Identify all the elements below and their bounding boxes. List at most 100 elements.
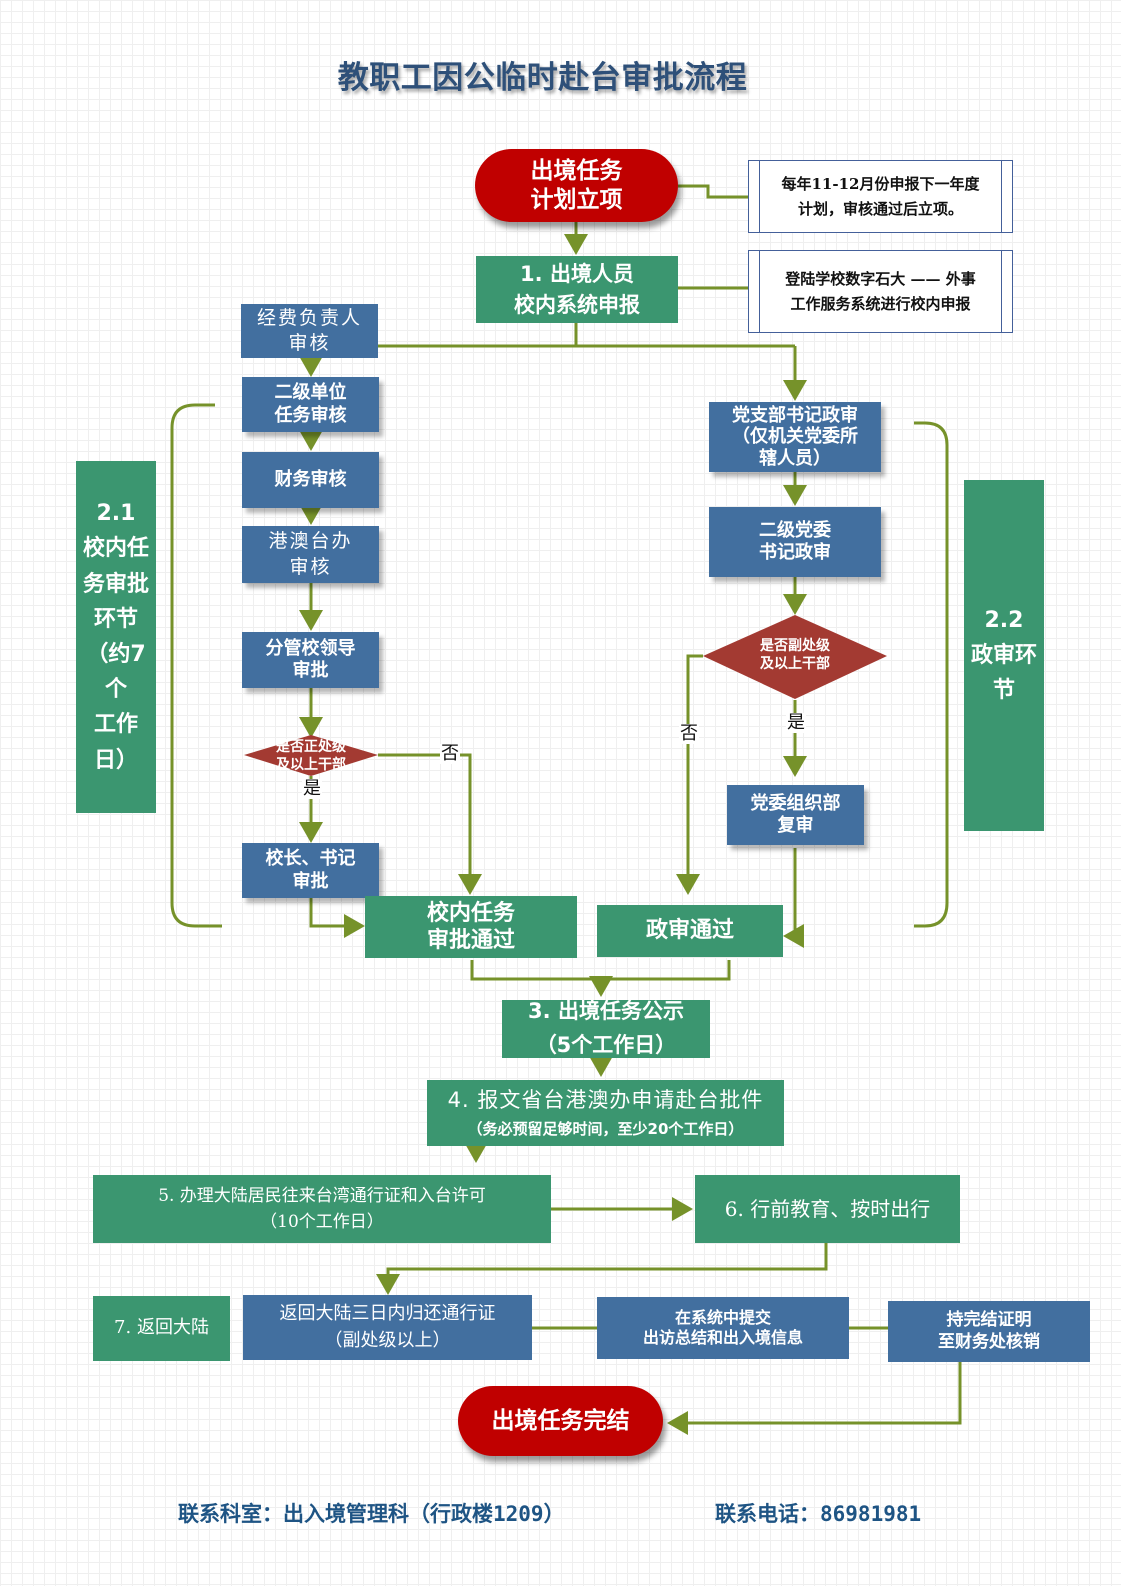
unit-line1: 二级单位	[274, 382, 347, 403]
step5-permit-box[interactable]: 5. 办理大陆居民往来台湾通行证和入台许可 （10个工作日）	[93, 1175, 551, 1243]
section-2-1-line: 环节	[93, 606, 138, 632]
connector-step6-step7	[376, 1243, 828, 1295]
president-line1: 校长、书记	[265, 848, 356, 869]
reimburse-line1: 持完结证明	[946, 1310, 1032, 1331]
budget-review-box[interactable]: 经费负责人审核	[241, 304, 378, 358]
footer-office: 联系科室：出入境管理科（行政楼1209）	[178, 1502, 565, 1526]
step1-line1: 1. 出境人员	[520, 261, 634, 286]
start-line1: 出境任务	[530, 157, 623, 184]
step6-line1: 6. 行前教育、按时出行	[724, 1196, 931, 1221]
note-plan-line2: 计划，审核通过后立项。	[797, 199, 963, 218]
section-2-2-line: 政审环	[970, 642, 1037, 668]
connector-merge	[470, 960, 731, 981]
decision-right-no-label: 否	[679, 723, 699, 744]
connector-decision-no-right	[676, 654, 703, 895]
leader-approval-box[interactable]: 分管校领导审批	[242, 632, 379, 688]
section-2-1-line: 2.1	[96, 501, 136, 527]
section-2-1-line: 日）	[93, 747, 138, 773]
committee-line1: 二级党委	[759, 519, 831, 541]
leader-line2: 审批	[292, 660, 329, 681]
president-approval-box[interactable]: 校长、书记审批	[242, 843, 379, 898]
unit-line2: 任务审核	[274, 404, 347, 426]
step4-provincial-approval-box[interactable]: 4. 报文省台港澳办申请赴台批件 （务必预留足够时间，至少20个工作日）	[427, 1080, 784, 1146]
decision-right-yes-label: 是	[786, 712, 806, 733]
note-plan-line1: 每年11-12月份申报下一年度	[781, 174, 980, 193]
decision-left-line1: 是否正处级	[276, 739, 346, 755]
bracket-right	[914, 421, 949, 928]
section-2-1-line: 校内任	[82, 536, 149, 562]
org-dept-line1: 党委组织部	[750, 792, 841, 814]
step1-system-report[interactable]: 1. 出境人员校内系统申报	[476, 256, 678, 323]
step3-line2: （5个工作日）	[535, 1033, 677, 1057]
submit-summary-box[interactable]: 在系统中提交出访总结和出入境信息	[597, 1297, 849, 1359]
decision-left-no-label: 否	[440, 743, 460, 764]
decision-left-line2: 及以上干部	[276, 756, 346, 773]
unit-review-box[interactable]: 二级单位任务审核	[242, 377, 379, 432]
bracket-left	[170, 403, 222, 928]
president-line2: 审批	[292, 870, 329, 892]
footer-phone: 联系电话：86981981	[715, 1502, 922, 1526]
secretary-line3: 辖人员）	[759, 447, 831, 469]
reimbursement-box[interactable]: 持完结证明至财务处核销	[888, 1301, 1090, 1362]
section-2-2-label: 2.2 政审环 节	[964, 480, 1044, 831]
step1-line2: 校内系统申报	[514, 293, 640, 317]
note-system: 登陆学校数字石大 —— 外事工作服务系统进行校内申报	[748, 250, 1013, 333]
leader-line1: 分管校领导	[265, 637, 356, 659]
internal-passed-line1: 校内任务	[426, 900, 515, 926]
step3-line1: 3. 出境任务公示	[528, 999, 684, 1024]
branch-secretary-review-box[interactable]: 党支部书记政审（仅机关党委所辖人员）	[709, 402, 881, 472]
step3-publicity-box[interactable]: 3. 出境任务公示 （5个工作日）	[502, 999, 710, 1058]
org-dept-line2: 复审	[777, 815, 814, 836]
committee-line2: 书记政审	[759, 542, 831, 563]
start-terminal[interactable]: 出境任务计划立项	[475, 149, 678, 222]
section-2-1-line: （约7个	[86, 642, 146, 703]
step7-return-box[interactable]: 7. 返回大陆	[93, 1296, 230, 1361]
political-passed-line1: 政审通过	[645, 918, 734, 944]
section-2-2-line: 2.2	[984, 607, 1024, 633]
internal-approval-passed-box[interactable]: 校内任务审批通过	[365, 896, 577, 958]
note-system-line2: 工作服务系统进行校内申报	[790, 294, 971, 313]
budget-line2: 审核	[288, 332, 331, 354]
decision-left-text: 是否正处级 及以上干部	[258, 739, 364, 774]
decision-right-text: 是否副处级 及以上干部	[742, 638, 848, 673]
step5-line2: （10个工作日）	[260, 1212, 384, 1232]
return-pass-line2: （副处级以上）	[324, 1329, 451, 1351]
return-pass-line1: 返回大陆三日内归还通行证	[279, 1303, 496, 1325]
decision-left-yes-label: 是	[302, 778, 322, 799]
end-label: 出境任务完结	[491, 1407, 630, 1434]
note-system-line1: 登陆学校数字石大 —— 外事	[785, 269, 976, 288]
reimburse-line2: 至财务处核销	[938, 1331, 1040, 1352]
finance-line1: 财务审核	[274, 468, 347, 490]
secretary-line1: 党支部书记政审	[732, 404, 858, 426]
hmt-office-review-box[interactable]: 港澳台办审核	[242, 526, 379, 583]
return-pass-box[interactable]: 返回大陆三日内归还通行证 （副处级以上）	[243, 1295, 532, 1360]
step7-label: 7. 返回大陆	[114, 1317, 209, 1339]
step4-line2: （务必预留足够时间，至少20个工作日）	[467, 1120, 744, 1139]
step6-departure-box[interactable]: 6. 行前教育、按时出行	[695, 1175, 960, 1243]
org-dept-review-box[interactable]: 党委组织部复审	[727, 785, 864, 845]
internal-passed-line2: 审批通过	[426, 928, 515, 953]
decision-diamond-right	[703, 615, 887, 699]
connector-reimburse-end	[667, 1362, 962, 1435]
connector-decision-no	[378, 753, 482, 895]
party-committee-review-box[interactable]: 二级党委书记政审	[709, 507, 881, 577]
start-line2: 计划立项	[530, 186, 623, 213]
political-review-passed-box[interactable]: 政审通过	[597, 905, 783, 957]
end-terminal[interactable]: 出境任务完结	[458, 1386, 663, 1456]
section-2-1-line: 务审批	[82, 571, 149, 597]
connector-org-passed	[783, 848, 804, 948]
submit-line1: 在系统中提交	[674, 1308, 771, 1327]
decision-right-line1: 是否副处级	[760, 638, 830, 654]
decision-right-line2: 及以上干部	[760, 655, 830, 672]
note-plan: 每年11-12月份申报下一年度计划，审核通过后立项。	[748, 160, 1013, 233]
step4-line1: 4. 报文省台港澳办申请赴台批件	[447, 1088, 764, 1112]
page-title: 教职工因公临时赴台审批流程	[337, 60, 748, 96]
finance-review-box[interactable]: 财务审核	[242, 452, 379, 508]
step5-line1: 5. 办理大陆居民往来台湾通行证和入台许可	[158, 1185, 486, 1206]
decision-diamond-left	[244, 735, 378, 776]
secretary-line2: （仅机关党委所	[732, 426, 858, 448]
connector-president-passed	[309, 898, 365, 938]
section-2-2-line: 节	[992, 678, 1015, 704]
budget-line1: 经费负责人	[256, 307, 362, 330]
hmt-line1: 港澳台办	[268, 529, 353, 552]
